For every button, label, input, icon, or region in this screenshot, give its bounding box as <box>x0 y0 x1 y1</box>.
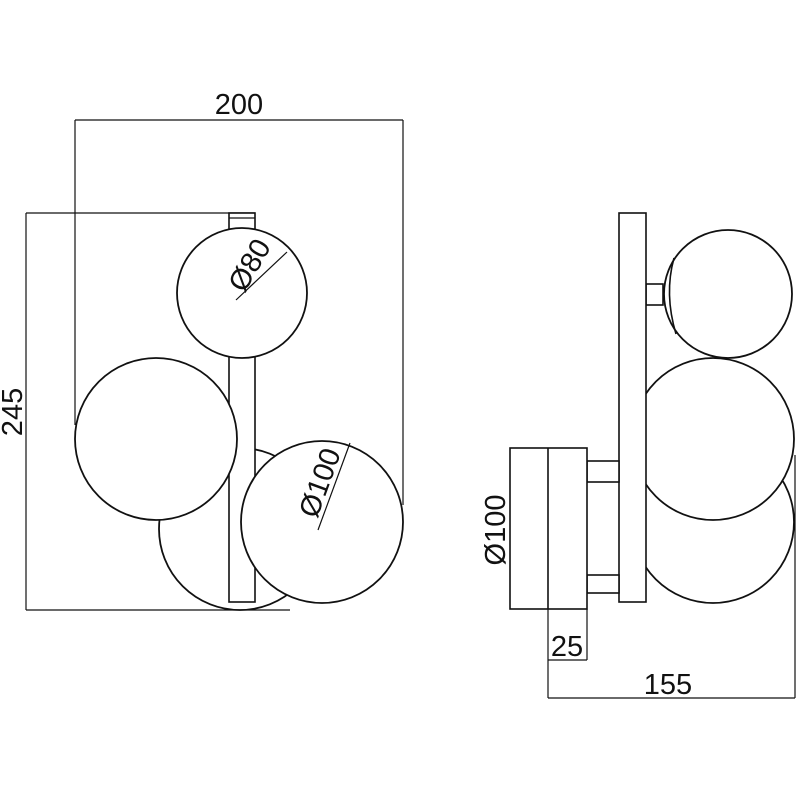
depth-label: 155 <box>644 669 692 701</box>
large-globe-leader <box>317 442 351 531</box>
canopy-depth-label: 25 <box>551 631 583 663</box>
globe-left <box>74 357 238 521</box>
height-label: 245 <box>0 388 29 436</box>
width-label: 200 <box>215 89 263 121</box>
canopy-diameter-label: Ø100 <box>480 495 512 566</box>
front-view: 200 245 Ø80 Ø100 <box>0 89 404 611</box>
side-globe-middle <box>631 357 795 521</box>
side-globe-top <box>663 229 793 359</box>
canopy-stub-top <box>586 460 620 483</box>
globe-right <box>240 440 404 604</box>
globe-small-top <box>176 227 308 359</box>
top-globe-stub <box>645 283 664 306</box>
side-view: Ø100 25 155 <box>480 212 796 701</box>
side-globe-top-cap <box>668 257 677 335</box>
side-wall-plate <box>618 212 647 603</box>
canopy-stub-bottom <box>586 574 620 594</box>
small-globe-leader <box>235 251 288 301</box>
